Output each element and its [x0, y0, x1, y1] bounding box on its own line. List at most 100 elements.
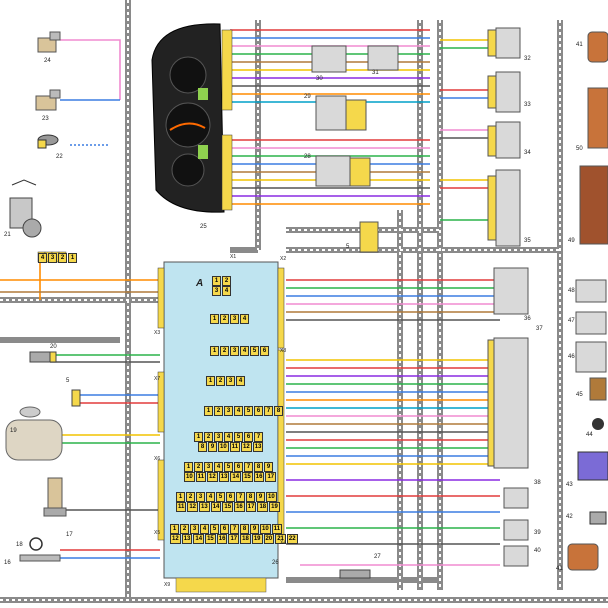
pin: 14	[230, 472, 242, 482]
label-48: 48	[568, 288, 575, 294]
label-21: 21	[4, 232, 11, 238]
label-23: 23	[42, 116, 49, 122]
relay-29	[315, 95, 367, 131]
pin: 7	[264, 406, 273, 416]
label-42: 42	[566, 514, 573, 520]
label-38: 38	[534, 480, 541, 486]
pin: 5	[210, 524, 219, 534]
pin: 2	[214, 406, 223, 416]
pin: 18	[240, 534, 251, 544]
pin: 19	[269, 502, 280, 512]
pin: 11	[271, 524, 283, 534]
label-49: 49	[568, 238, 575, 244]
pin: 9	[250, 524, 259, 534]
x7-label: X7	[154, 376, 161, 382]
plug-21-pin: 4	[38, 253, 47, 263]
instrument-cluster	[151, 23, 225, 213]
connector-p7b: 10 11 12 13 14 15 16 17	[184, 472, 277, 482]
sensor-42	[589, 511, 607, 525]
pin: 5	[244, 406, 253, 416]
sensor-20	[29, 351, 57, 363]
label-45: 45	[576, 392, 583, 398]
pin: 10	[184, 472, 195, 482]
connector-p1-row2: 3 4	[212, 286, 232, 296]
connector-26	[175, 577, 267, 593]
sensor-23	[35, 89, 61, 111]
plug-21-pin: 3	[48, 253, 57, 263]
pin: 1	[210, 314, 219, 324]
fan-44	[592, 418, 604, 430]
pin: 15	[242, 472, 253, 482]
pin: 3	[214, 432, 223, 442]
connector-p2: 1 2 3 4	[210, 314, 250, 324]
relay-30	[311, 45, 347, 73]
lamp-46	[575, 341, 607, 373]
relay-33	[487, 71, 521, 113]
pin: 13	[218, 472, 230, 482]
x1-label: X1	[230, 254, 237, 260]
label-39: 39	[534, 530, 541, 536]
pin: 10	[260, 524, 271, 534]
pin: 13	[199, 502, 210, 512]
pin: 16	[234, 502, 245, 512]
pin: 6	[260, 346, 269, 356]
pin: 4	[240, 346, 249, 356]
label-36: 36	[524, 316, 531, 322]
pin: 17	[265, 472, 277, 482]
label-32: 32	[524, 56, 531, 62]
pin: 20	[263, 534, 275, 544]
pin: 3	[224, 406, 233, 416]
connector-p3: 1 2 3 4 5 6	[210, 346, 270, 356]
relay-34	[487, 121, 521, 159]
pin: 8	[246, 492, 255, 502]
label-24: 24	[44, 58, 51, 64]
x3-label: X3	[154, 330, 161, 336]
pin: 13	[181, 534, 193, 544]
pin: 3	[196, 492, 205, 502]
connector-p6b: 8 9 10 11 12 13	[198, 442, 264, 452]
pin: 15	[205, 534, 216, 544]
x4-label: X4	[280, 540, 287, 546]
pin: 3	[190, 524, 199, 534]
x6-label: X6	[154, 456, 161, 462]
pin: 3	[230, 314, 239, 324]
sensor-22	[37, 134, 59, 149]
pin: 3	[212, 286, 221, 296]
cluster-connector-2	[221, 134, 233, 211]
label-18: 18	[16, 542, 23, 548]
pin: 3	[204, 462, 213, 472]
pin: 17	[228, 534, 240, 544]
pin: 12	[170, 534, 181, 544]
pin: 1	[206, 376, 215, 386]
pin: 11	[176, 502, 187, 512]
pin: 13	[252, 442, 264, 452]
relay-28	[315, 155, 371, 187]
label-27: 27	[374, 554, 381, 560]
relay-35	[487, 169, 521, 247]
pin: 21	[275, 534, 286, 544]
pin: 7	[244, 462, 253, 472]
plug-21-pin: 2	[58, 253, 67, 263]
pin: 6	[220, 524, 229, 534]
label-5-mid: 5	[346, 244, 350, 250]
pin: 16	[216, 534, 228, 544]
sensor-24	[37, 31, 61, 53]
connector-p5: 1 2 3 4 5 6 7 8	[204, 406, 284, 416]
relay-32	[487, 27, 521, 59]
x8-label: X8	[280, 348, 287, 354]
pin: 9	[256, 492, 265, 502]
pin: 8	[254, 462, 263, 472]
label-19: 19	[10, 428, 17, 434]
module-49	[579, 165, 608, 245]
module-41-top	[587, 31, 608, 63]
pin: 2	[186, 492, 195, 502]
pin: 10	[218, 442, 229, 452]
label-29: 29	[304, 94, 311, 100]
pin: 8	[240, 524, 249, 534]
pin: 8	[274, 406, 283, 416]
pin: 7	[254, 432, 263, 442]
pin: 5	[224, 462, 233, 472]
pin: 2	[222, 276, 231, 286]
pin: 9	[208, 442, 217, 452]
relay-39	[503, 519, 529, 541]
